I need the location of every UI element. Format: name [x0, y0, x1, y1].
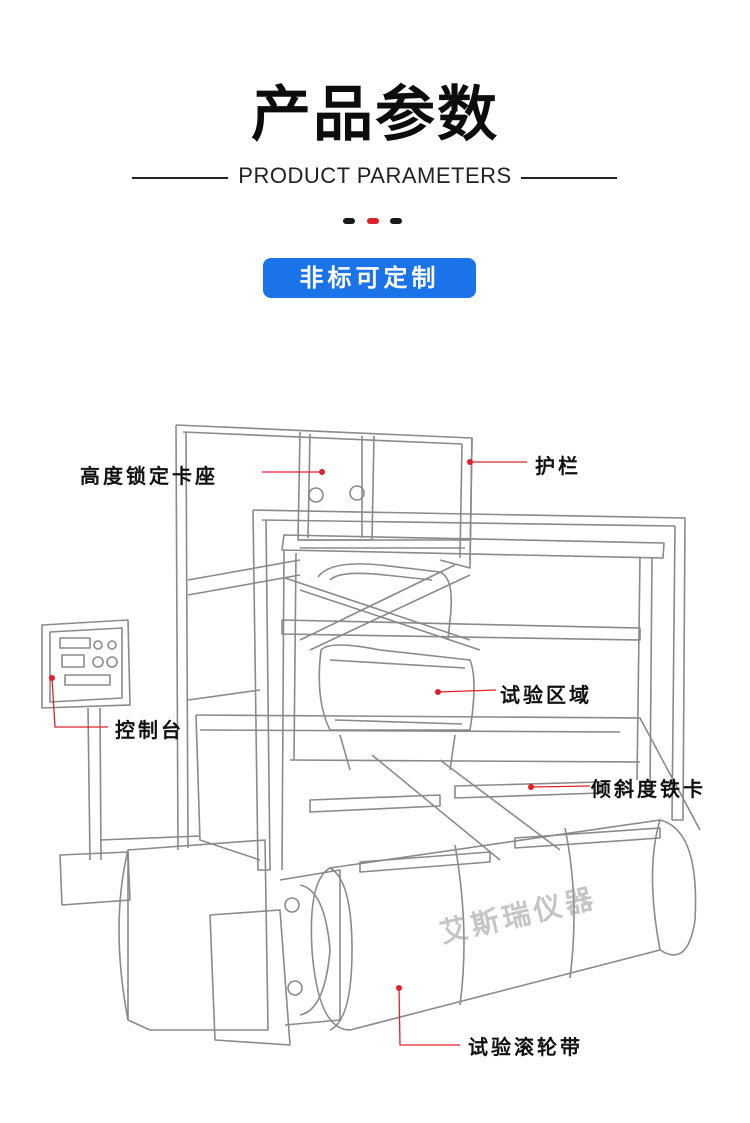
page-subtitle: PRODUCT PARAMETERS: [238, 163, 512, 188]
divider-left: [132, 177, 228, 179]
dot-dark-left: [343, 218, 355, 224]
callout-console: 控制台: [115, 718, 184, 742]
divider-right: [521, 177, 617, 179]
callout-roller-belt: 试验滚轮带: [468, 1035, 583, 1059]
page-title: 产品参数: [251, 80, 499, 150]
dots-indicator: [343, 218, 403, 226]
callout-test-area: 试验区域: [500, 683, 592, 707]
dot-dark-right: [390, 218, 402, 224]
subtitle-row: PRODUCT PARAMETERS: [0, 163, 750, 193]
callout-guardrail: 护栏: [535, 454, 581, 478]
custom-badge: 非标可定制: [263, 258, 476, 298]
treadmill-test-machine-drawing: [41, 424, 701, 1046]
callout-height-lock-seat: 高度锁定卡座: [80, 464, 218, 488]
dot-red: [367, 218, 379, 224]
callout-tilt-lock: 倾斜度铁卡: [591, 777, 706, 801]
